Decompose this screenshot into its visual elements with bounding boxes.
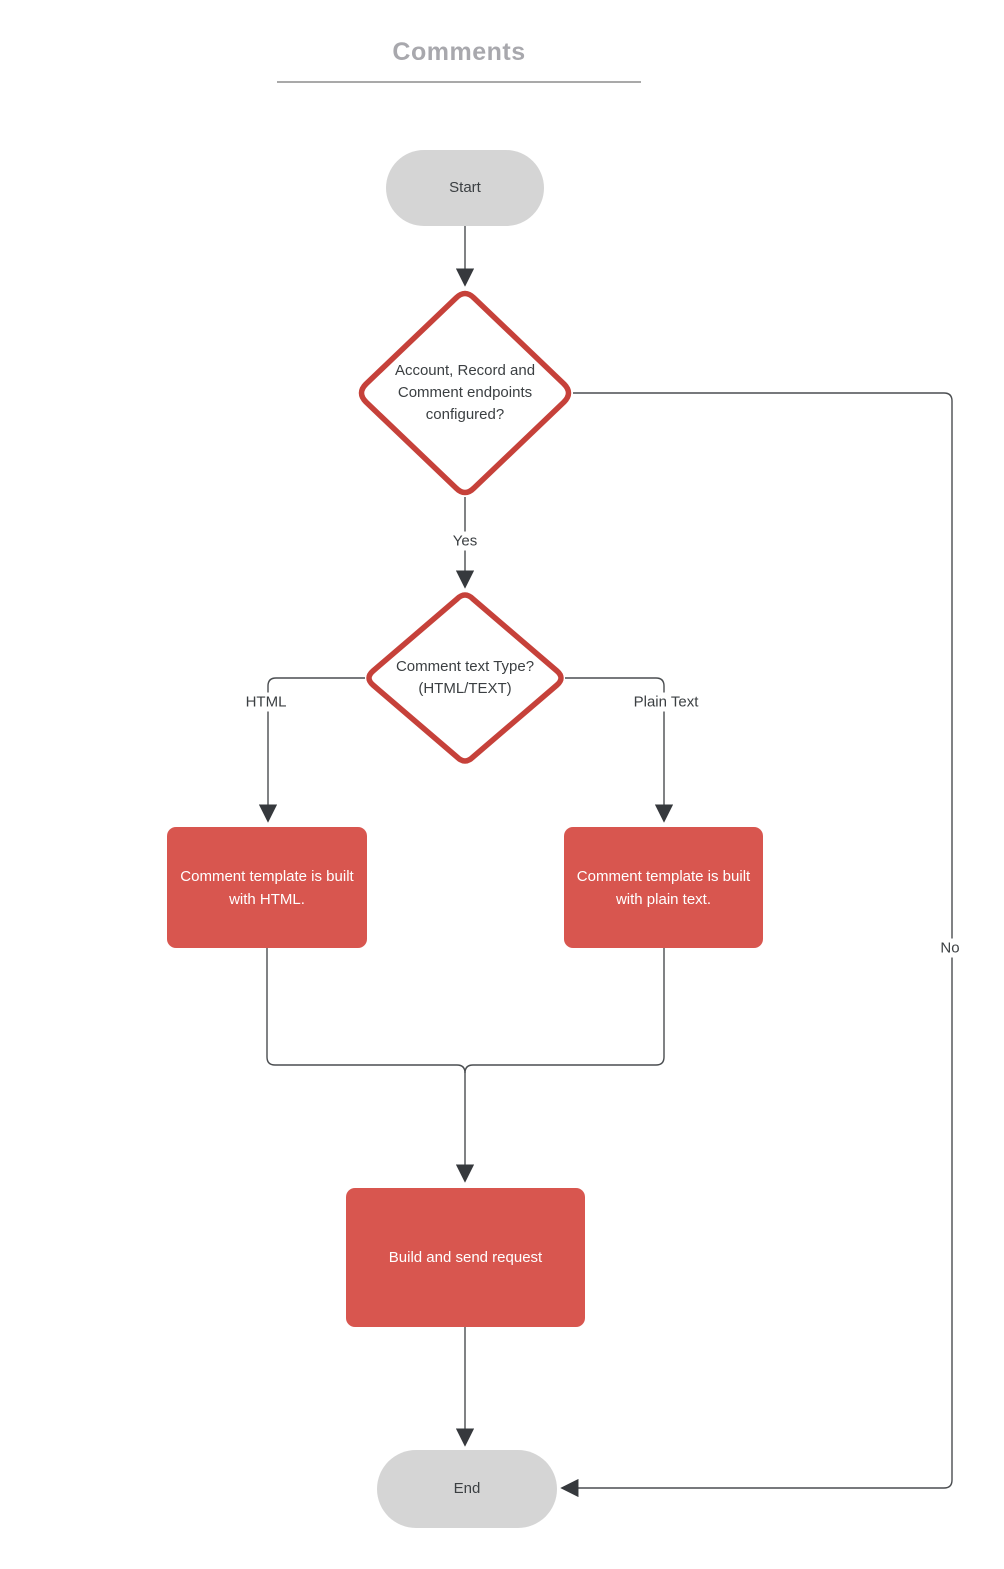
edge-label-html: HTML <box>241 692 291 712</box>
decision-endpoints-node: Account, Record and Comment endpoints co… <box>365 300 565 486</box>
decision-text-type-node: Comment text Type? (HTML/TEXT) <box>365 591 565 765</box>
edge-label-no: No <box>936 938 964 958</box>
decision-text-type-label: Comment text Type? (HTML/TEXT) <box>395 658 535 697</box>
edge-merge-right <box>464 948 665 1074</box>
start-node: Start <box>386 150 544 226</box>
process-html-template-node: Comment template is built with HTML. <box>167 827 367 948</box>
decision-text-type-shape <box>366 592 564 764</box>
process-html-template-label: Comment template is built with HTML. <box>180 867 354 908</box>
edge-merge-left <box>266 948 475 1183</box>
edge-plain-branch <box>565 677 674 823</box>
process-plain-template-label: Comment template is built with plain tex… <box>576 867 751 908</box>
process-build-request-label: Build and send request <box>388 1249 543 1266</box>
decision-endpoints-shape <box>358 290 572 496</box>
end-node-label: End <box>453 1480 481 1497</box>
edge-label-plain-text: Plain Text <box>629 692 703 712</box>
page-title: Comments <box>277 38 641 83</box>
edge-label-yes: Yes <box>448 531 482 551</box>
end-node: End <box>377 1450 557 1528</box>
start-node-label: Start <box>449 179 481 196</box>
process-build-request-node: Build and send request <box>346 1188 585 1327</box>
process-plain-template-node: Comment template is built with plain tex… <box>564 827 763 948</box>
decision-endpoints-label: Account, Record and Comment endpoints co… <box>394 362 536 423</box>
edge-html-branch <box>258 677 365 823</box>
